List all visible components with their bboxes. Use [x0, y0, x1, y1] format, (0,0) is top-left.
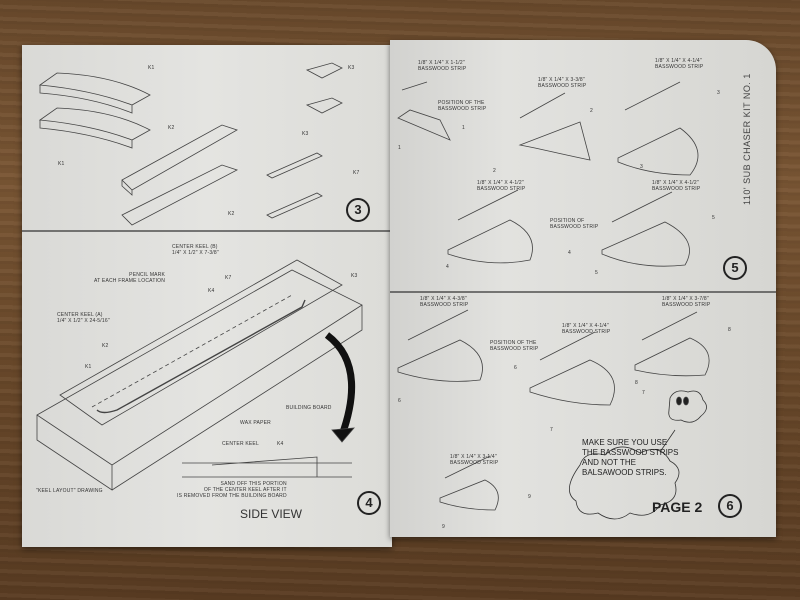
label-sand-off: SAND OFF THIS PORTION OF THE CENTER KEEL…	[177, 481, 287, 499]
label-center-keel: CENTER KEEL	[222, 441, 259, 447]
frame-label-2: 2	[590, 108, 593, 114]
part-label-k3: K3	[302, 131, 309, 137]
strip-label-6: 1/8" X 1/4" X 4-3/8" BASSWOOD STRIP	[420, 296, 469, 308]
label-center-keel-a: CENTER KEEL (A) 1/4" X 1/2" X 24-5/16"	[57, 312, 110, 324]
frame-label-4: 4	[446, 264, 449, 270]
page-number: PAGE 2	[652, 499, 703, 515]
label-center-keel-b: CENTER KEEL (B) 1/4" X 1/2" X 7-3/8"	[172, 244, 219, 256]
frame-label-5: 5	[712, 215, 715, 221]
kit-title-vertical: 110' SUB CHASER KIT NO. 1	[742, 73, 752, 205]
strip-label-1: 1/8" X 1/4" X 1-1/2" BASSWOOD STRIP	[418, 60, 467, 72]
part-label-k2: K2	[168, 125, 175, 131]
left-page: K1 K1 K2 K2 K3 K3 K7 3 CENTER KEEL (B) 1…	[22, 45, 392, 547]
frame-label-6: 6	[514, 365, 517, 371]
label-keel-layout: "KEEL LAYOUT" DRAWING	[36, 488, 103, 494]
strip-label-3: 1/8" X 1/4" X 4-1/4" BASSWOOD STRIP	[655, 58, 704, 70]
position-label-1: POSITION OF THE BASSWOOD STRIP	[438, 100, 487, 112]
label-k4: K4	[208, 288, 215, 294]
part-label-k3: K3	[348, 65, 355, 71]
part-label-k1: K1	[58, 161, 65, 167]
frame-label-8: 8	[728, 327, 731, 333]
frame-label-1: 1	[462, 125, 465, 131]
part-label-k7: K7	[353, 170, 360, 176]
frame-label-3: 3	[717, 90, 720, 96]
frame-label-6: 6	[398, 398, 401, 404]
right-page: 110' SUB CHASER KIT NO. 1 1/8" X 1/4" X …	[390, 40, 776, 537]
label-k3: K3	[351, 273, 358, 279]
frame-label-7: 7	[642, 390, 645, 396]
step-number-6: 6	[718, 494, 742, 518]
frame-label-3: 3	[640, 164, 643, 170]
step-number-3: 3	[346, 198, 370, 222]
label-wax-paper: WAX PAPER	[240, 420, 271, 426]
frame-label-4: 4	[568, 250, 571, 256]
step-number-4: 4	[357, 491, 381, 515]
strip-label-8: 1/8" X 1/4" X 3-7/8" BASSWOOD STRIP	[662, 296, 711, 308]
assembly-drawings-left	[22, 62, 392, 491]
warning-speech-bubble: MAKE SURE YOU USE THE BASSWOOD STRIPS AN…	[582, 438, 679, 477]
frame-label-2: 2	[493, 168, 496, 174]
label-k2: K2	[102, 343, 109, 349]
part-label-k2: K2	[228, 211, 235, 217]
strip-label-7: 1/8" X 1/4" X 4-1/4" BASSWOOD STRIP	[562, 323, 611, 335]
label-k7: K7	[225, 275, 232, 281]
frame-label-8: 8	[635, 380, 638, 386]
frame-label-7: 7	[550, 427, 553, 433]
label-k1: K1	[85, 364, 92, 370]
frame-label-1: 1	[398, 145, 401, 151]
frame-label-5: 5	[595, 270, 598, 276]
step-number-5: 5	[723, 256, 747, 280]
strip-label-5: 1/8" X 1/4" X 4-1/2" BASSWOOD STRIP	[652, 180, 701, 192]
label-k4-side: K4	[277, 441, 284, 447]
side-view-caption: SIDE VIEW	[240, 507, 303, 521]
position-label-4: POSITION OF BASSWOOD STRIP	[550, 218, 599, 230]
frame-label-9: 9	[528, 494, 531, 500]
label-pencil-mark: PENCIL MARK AT EACH FRAME LOCATION	[94, 272, 166, 284]
frame-drawings-right	[390, 81, 776, 520]
frame-label-9: 9	[442, 524, 445, 530]
strip-label-4: 1/8" X 1/4" X 4-1/2" BASSWOOD STRIP	[477, 180, 526, 192]
strip-label-2: 1/8" X 1/4" X 3-3/8" BASSWOOD STRIP	[538, 77, 587, 89]
part-label-k1: K1	[148, 65, 155, 71]
label-building-board: BUILDING BOARD	[286, 405, 332, 411]
position-label-6: POSITION OF THE BASSWOOD STRIP	[490, 340, 539, 352]
strip-label-9: 1/8" X 1/4" X 3-1/4" BASSWOOD STRIP	[450, 454, 499, 466]
